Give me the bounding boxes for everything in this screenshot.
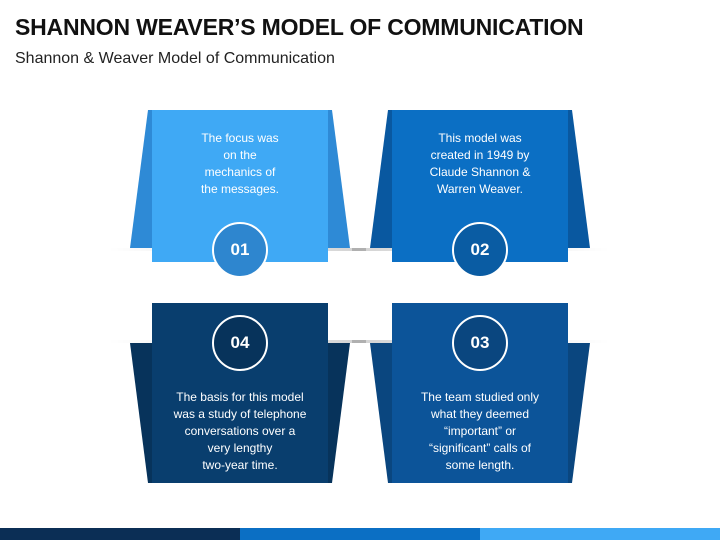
bottom-decor-bar (0, 528, 720, 540)
card-03-side-right (568, 343, 590, 483)
page-subtitle: Shannon & Weaver Model of Communication (15, 50, 335, 67)
page-title: SHANNON WEAVER’S MODEL OF COMMUNICATION (15, 14, 584, 40)
card-02-number-badge: 02 (452, 222, 508, 278)
card-04-side-left (130, 343, 152, 483)
card-03-number-badge: 03 (452, 315, 508, 371)
card-01-side-right (328, 110, 350, 248)
bottom-bar-mid (240, 528, 480, 540)
card-02-side-left (370, 110, 392, 248)
card-04-text: The basis for this model was a study of … (173, 390, 307, 472)
bottom-bar-light (480, 528, 720, 540)
card-02-text: This model was created in 1949 by Claude… (429, 131, 531, 196)
card-03-side-left (370, 343, 392, 483)
card-02-side-right (568, 110, 590, 248)
card-04-side-right (328, 343, 350, 483)
card-04-number-badge: 04 (212, 315, 268, 371)
bottom-bar-dark (0, 528, 240, 540)
card-01-text: The focus was on the mechanics of the me… (200, 131, 280, 196)
card-01-number-badge: 01 (212, 222, 268, 278)
card-01-side-left (130, 110, 152, 248)
card-03-text: The team studied only what they deemed “… (420, 390, 540, 472)
